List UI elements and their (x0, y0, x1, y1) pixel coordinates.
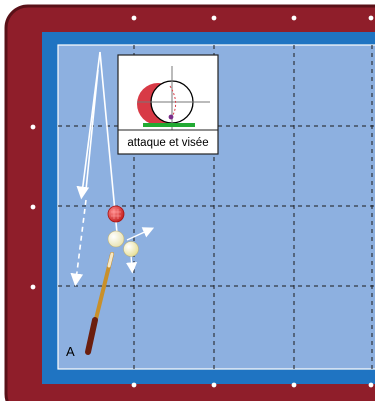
diamond (212, 16, 217, 21)
deflection-arrow (131, 255, 132, 268)
aim-inset: attaque et visée (118, 55, 218, 154)
diamond (369, 16, 374, 21)
diamond (292, 16, 297, 21)
inset-caption: attaque et visée (127, 137, 208, 149)
red-ball (108, 206, 124, 222)
diamond (31, 285, 36, 290)
cue-ball-white (108, 231, 124, 247)
diamond (31, 205, 36, 210)
diamond (132, 383, 137, 388)
diamond (369, 383, 374, 388)
corner-label: A (66, 344, 75, 359)
object-ball-yellow (124, 242, 139, 257)
diamond (31, 125, 36, 130)
diamond (132, 16, 137, 21)
inset-aim-point (169, 115, 174, 120)
diamond (212, 383, 217, 388)
diamond (292, 383, 297, 388)
